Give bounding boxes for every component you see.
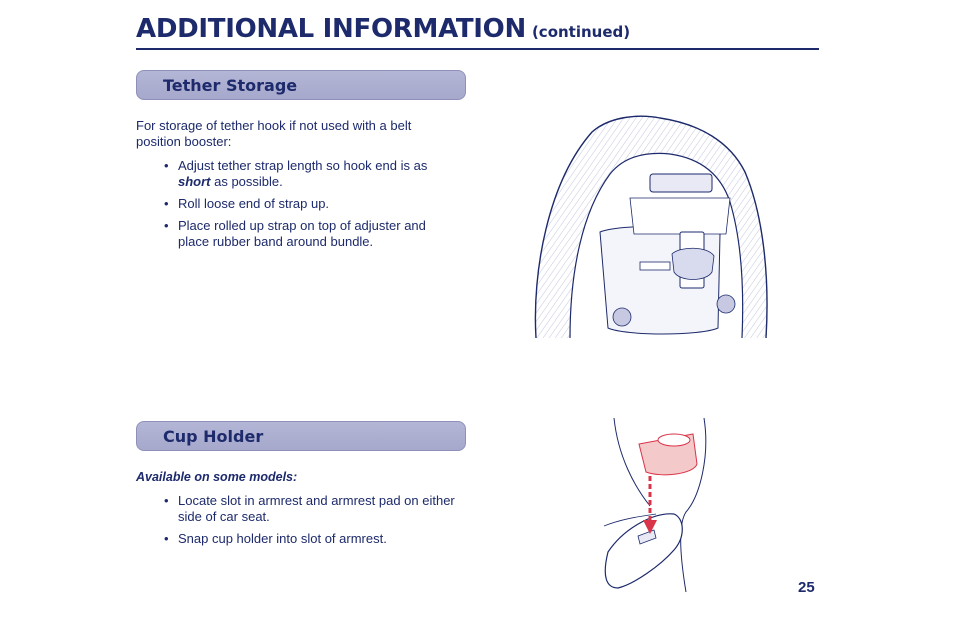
section-heading-tether: Tether Storage — [136, 70, 466, 100]
title-main: ADDITIONAL INFORMATION — [136, 14, 526, 44]
page-title: ADDITIONAL INFORMATION (continued) — [136, 14, 819, 50]
tether-bullet-list: •Adjust tether strap length so hook end … — [136, 158, 456, 250]
list-item: •Place rolled up strap on top of adjuste… — [164, 218, 426, 249]
cup-holder-illustration-icon — [603, 417, 707, 593]
tether-body: For storage of tether hook if not used w… — [136, 118, 456, 256]
cup-holder-body: Available on some models: •Locate slot i… — [136, 469, 456, 553]
cup-holder-bullet-list: •Locate slot in armrest and armrest pad … — [136, 493, 456, 547]
list-item: •Adjust tether strap length so hook end … — [164, 158, 428, 189]
availability-note: Available on some models: — [136, 470, 298, 484]
title-continued: (continued) — [531, 23, 631, 41]
emphasis-short: short — [178, 174, 211, 189]
list-item: •Roll loose end of strap up. — [164, 196, 330, 211]
tether-intro: For storage of tether hook if not used w… — [136, 118, 412, 149]
list-item: •Snap cup holder into slot of armrest. — [164, 531, 387, 546]
seat-back-illustration-icon — [534, 115, 768, 339]
page-number: 25 — [798, 579, 815, 596]
list-item: •Locate slot in armrest and armrest pad … — [164, 493, 455, 524]
section-heading-cup-holder: Cup Holder — [136, 421, 466, 451]
